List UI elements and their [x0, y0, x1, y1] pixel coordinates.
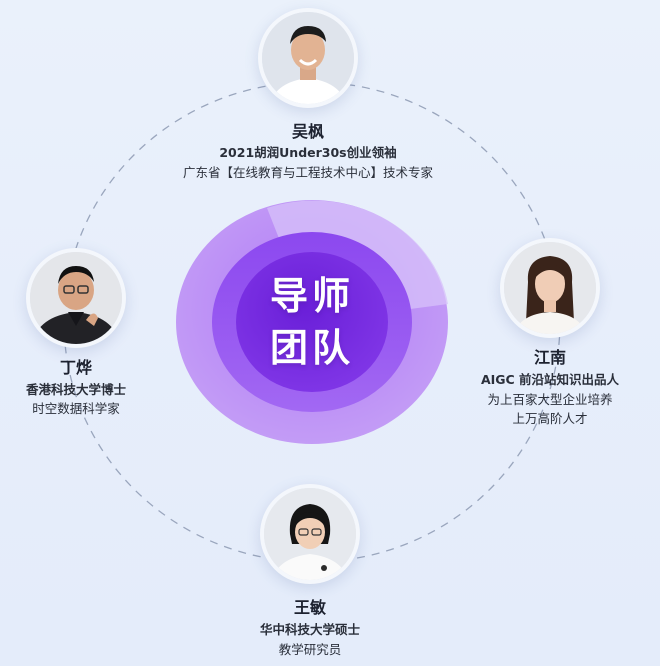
avatar-top	[258, 8, 358, 108]
person-bottom-line2: 教学研究员	[278, 642, 342, 657]
person-right-line1: AIGC 前沿站知识出品人	[480, 372, 620, 387]
center-badge: 导师 团队	[172, 196, 452, 448]
person-top-line2: 广东省【在线教育与工程技术中心】技术专家	[182, 165, 433, 180]
person-left-name: 丁烨	[59, 358, 92, 377]
center-title-line2: 团队	[269, 326, 354, 370]
person-bottom-line1: 华中科技大学硕士	[259, 622, 360, 637]
person-bottom-name: 王敏	[293, 598, 326, 617]
person-right-line2: 为上百家大型企业培养	[487, 392, 613, 407]
person-top-line1: 2021胡润Under30s创业领袖	[219, 145, 397, 160]
avatar-left	[26, 248, 126, 348]
avatar-bottom	[260, 484, 360, 584]
inner-circle	[236, 252, 388, 392]
person-left-line1: 香港科技大学博士	[25, 382, 126, 397]
person-right-line3: 上万高阶人才	[512, 411, 588, 426]
person-top-name: 吴枫	[291, 122, 324, 141]
person-left-line2: 时空数据科学家	[32, 401, 120, 416]
center-title-line1: 导师	[269, 274, 354, 318]
center-title: 导师 团队	[172, 196, 452, 448]
avatar-right	[500, 238, 600, 338]
person-right-name: 江南	[533, 348, 566, 367]
